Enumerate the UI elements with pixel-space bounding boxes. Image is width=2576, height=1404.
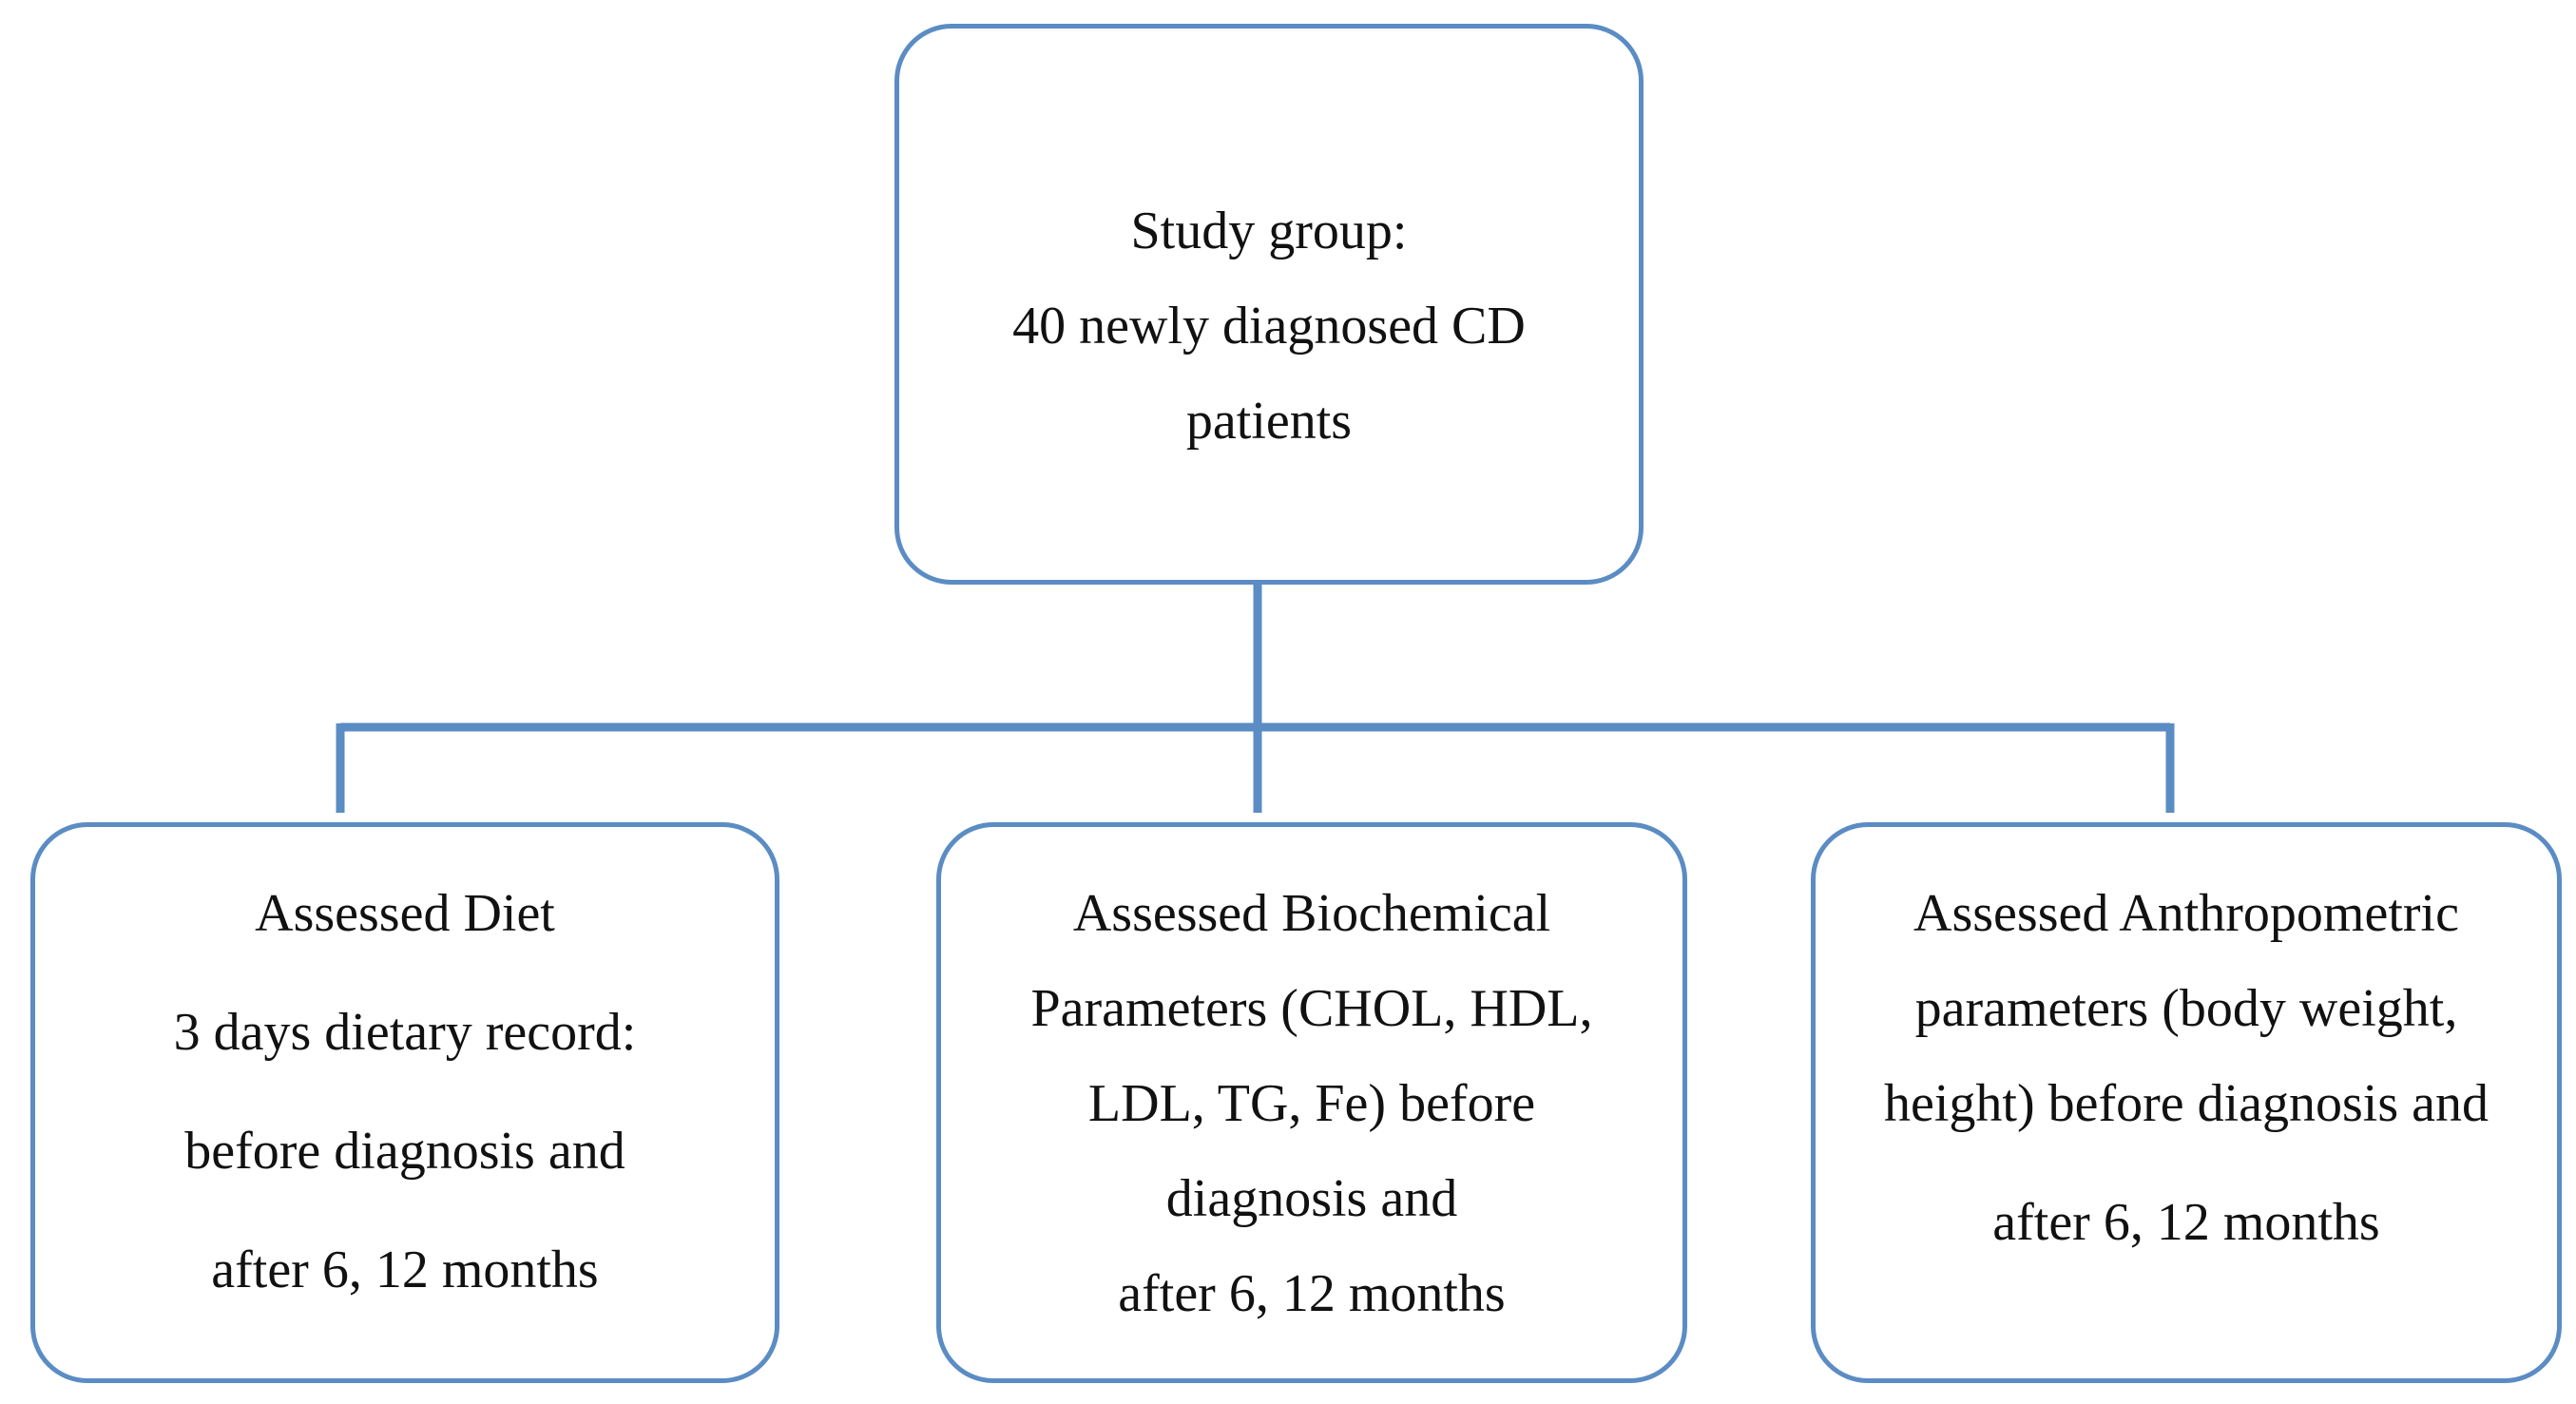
assessed-anthropometric-box: Assessed Anthropometric parameters (body… bbox=[1811, 822, 2562, 1383]
study-group-line-1: Study group: bbox=[1130, 202, 1408, 260]
biochemical-line-5: after 6, 12 months bbox=[1118, 1264, 1506, 1323]
assessed-biochemical-box: Assessed Biochemical Parameters (CHOL, H… bbox=[936, 822, 1687, 1383]
biochemical-line-2: Parameters (CHOL, HDL, bbox=[1030, 979, 1593, 1038]
assessed-diet-box: Assessed Diet 3 days dietary record: bef… bbox=[30, 822, 779, 1383]
diet-line-4: after 6, 12 months bbox=[211, 1241, 599, 1299]
biochemical-line-1: Assessed Biochemical bbox=[1072, 884, 1551, 943]
anthropometric-line-1: Assessed Anthropometric bbox=[1913, 884, 2459, 943]
biochemical-line-3: LDL, TG, Fe) before bbox=[1087, 1074, 1536, 1133]
diet-line-3: before diagnosis and bbox=[184, 1122, 625, 1181]
diet-line-1: Assessed Diet bbox=[255, 884, 555, 943]
biochemical-line-4: diagnosis and bbox=[1165, 1169, 1458, 1228]
study-group-line-2: 40 newly diagnosed CD bbox=[1012, 297, 1526, 356]
anthropometric-line-2: parameters (body weight, bbox=[1914, 979, 2458, 1038]
study-group-box: Study group: 40 newly diagnosed CD patie… bbox=[894, 24, 1644, 585]
anthropometric-line-3: height) before diagnosis and bbox=[1883, 1074, 2489, 1133]
diet-line-2: 3 days dietary record: bbox=[173, 1003, 637, 1062]
anthropometric-line-4: after 6, 12 months bbox=[1992, 1193, 2380, 1252]
study-group-line-3: patients bbox=[1185, 392, 1353, 451]
